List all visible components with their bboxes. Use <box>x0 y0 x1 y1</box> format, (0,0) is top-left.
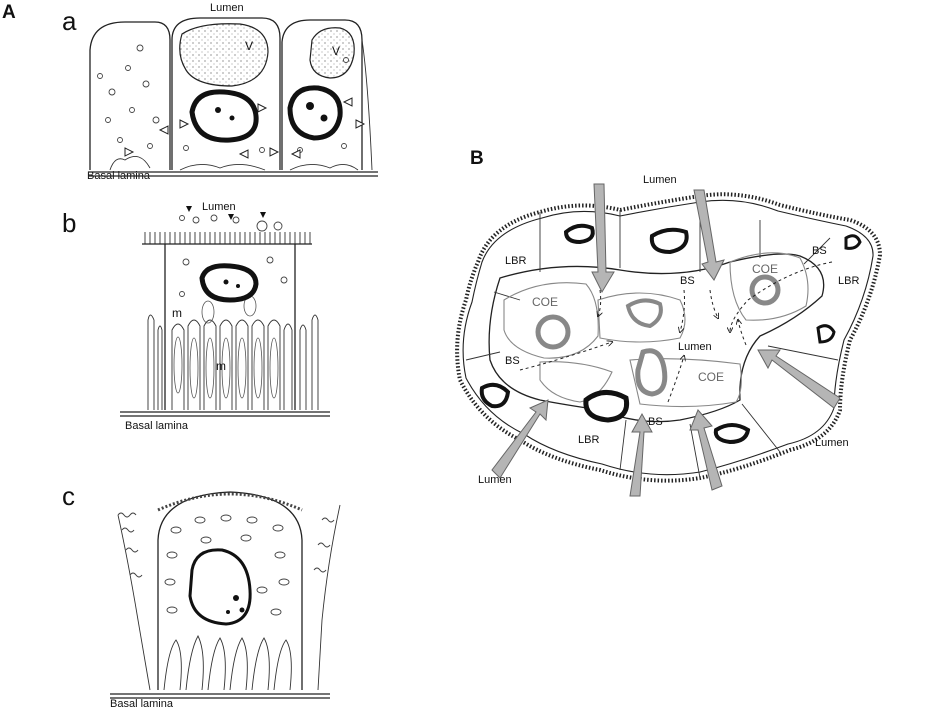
basal-fold <box>179 164 266 171</box>
mitochondria-label: m <box>172 306 182 320</box>
panel-b-letter: B <box>470 148 484 169</box>
lumen-label-top: Lumen <box>643 174 677 186</box>
nucleolus <box>215 107 221 113</box>
nucleus <box>583 390 630 423</box>
neighbor-cell-outline <box>317 504 341 691</box>
subpanel-a-a: a Lumen Basal lamina V V <box>62 2 378 182</box>
gray-arrow <box>689 409 723 491</box>
basal-lamina-label-c: Basal lamina <box>110 698 174 710</box>
mitochondria-label: m <box>216 359 226 373</box>
panel-a: A a Lumen Basal lamina V V <box>2 2 378 710</box>
neighbor-cell-outline <box>117 514 151 691</box>
vacuole-label: V <box>245 39 253 53</box>
gray-arrow <box>629 412 653 497</box>
lumen-label-bottom-left: Lumen <box>478 474 512 486</box>
lumen-label-b: Lumen <box>202 201 236 213</box>
coe-nucleus <box>535 314 571 350</box>
brush-border <box>157 492 303 512</box>
epithelial-membrane <box>462 199 874 476</box>
basal-lamina-line <box>110 693 330 699</box>
bs-label: BS <box>812 245 827 257</box>
coe-cell <box>597 292 686 343</box>
vacuole <box>179 23 269 87</box>
bs-label: BS <box>648 416 663 428</box>
subpanel-b-letter: b <box>62 208 76 238</box>
coe-label: COE <box>698 370 724 384</box>
nucleus <box>713 423 751 445</box>
panel-b: B <box>455 148 883 497</box>
coe-cell <box>503 282 599 359</box>
lbr-label: LBR <box>578 434 599 446</box>
gray-arrow <box>491 399 549 479</box>
nucleus <box>287 85 343 141</box>
nucleolus <box>223 279 229 285</box>
nucleus <box>188 548 252 626</box>
subpanel-c-letter: c <box>62 481 75 511</box>
granules <box>97 44 349 153</box>
basal-fold <box>289 164 359 171</box>
nucleus <box>199 263 259 303</box>
lumen-label-a: Lumen <box>210 2 244 14</box>
coe-nucleus <box>635 348 668 397</box>
lumen-label-center: Lumen <box>678 341 712 353</box>
nucleus <box>649 227 689 255</box>
nucleus-chromatin <box>226 595 245 614</box>
vacuole-label: V <box>332 44 340 58</box>
bs-label: BS <box>505 355 520 367</box>
bs-label: BS <box>680 275 695 287</box>
basal-infolding <box>147 314 319 410</box>
coe-nucleus <box>625 298 663 329</box>
basal-infolding <box>171 319 293 410</box>
subpanel-a-b: b Lumen Basal lamina <box>62 201 330 432</box>
vesicles <box>179 214 288 297</box>
cell-outline <box>157 491 303 690</box>
gray-arrow <box>757 349 841 409</box>
dashed-transport-arrows <box>519 261 833 403</box>
nucleus <box>563 223 595 245</box>
filled-arrowheads <box>186 206 266 220</box>
subpanel-a-letter: a <box>62 6 77 36</box>
lbr-label: LBR <box>838 275 859 287</box>
epithelial-outline <box>455 192 883 483</box>
coe-cell <box>729 252 809 321</box>
coe-nucleus <box>749 274 781 306</box>
nucleolus <box>236 284 240 288</box>
basal-lamina-label-b: Basal lamina <box>125 420 189 432</box>
inner-lumen-contour <box>488 253 825 423</box>
cell-outline <box>281 19 363 170</box>
nucleus <box>816 324 836 344</box>
mitochondria <box>173 295 279 399</box>
panel-a-letter: A <box>2 2 16 23</box>
gray-flow-arrows <box>491 183 841 497</box>
nucleolus <box>320 114 328 122</box>
gray-arrow <box>591 183 615 294</box>
microvilli <box>144 232 311 244</box>
cell-outline <box>361 39 373 171</box>
coe-cell <box>629 358 742 408</box>
nucleolus <box>229 115 235 121</box>
basal-lamina-line <box>120 411 330 417</box>
coe-label: COE <box>752 262 778 276</box>
basal-lamina-line <box>88 171 378 177</box>
nucleus <box>479 382 511 409</box>
microvilli <box>117 512 335 578</box>
gray-arrow <box>693 189 725 281</box>
nucleus <box>189 89 259 143</box>
subpanel-a-c: c Basal lamina <box>62 481 341 710</box>
mitochondria <box>164 514 290 616</box>
nucleolus <box>306 102 314 110</box>
coe-label: COE <box>532 295 558 309</box>
lumen-label-right: Lumen <box>815 437 849 449</box>
cell-outline <box>171 17 281 170</box>
cell-outline <box>164 244 296 410</box>
cell-outline <box>89 21 171 170</box>
basal-infolding <box>163 635 292 691</box>
vacuole <box>309 27 355 79</box>
nucleus <box>844 234 862 250</box>
basal-fold <box>109 155 151 171</box>
cell-partition <box>465 198 839 479</box>
open-arrows <box>124 97 366 159</box>
lbr-label: LBR <box>505 255 526 267</box>
